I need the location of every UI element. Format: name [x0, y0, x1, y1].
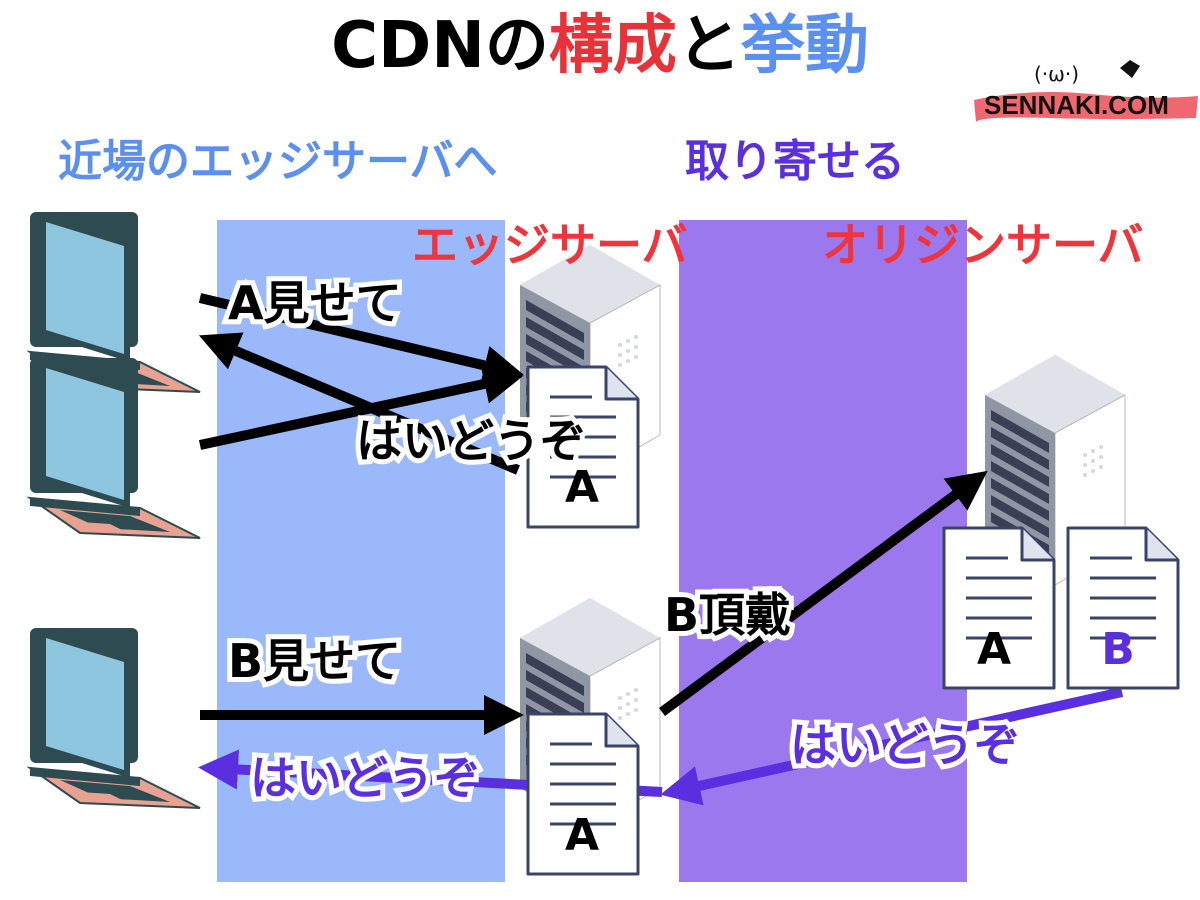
- message-a-request: A見せて: [223, 275, 407, 331]
- title-part-cdn: CDNの: [331, 9, 549, 83]
- edge-top-document-label: A: [564, 462, 600, 513]
- face-emoticon: (·ω·): [1034, 62, 1080, 86]
- origin-zone: [679, 220, 967, 882]
- arrow-a-request: [198, 293, 524, 385]
- origin-document-a-label: A: [976, 624, 1012, 675]
- client-laptop-3: [29, 627, 201, 809]
- edge-bottom-document-label: A: [564, 810, 600, 861]
- message-a-reply: はいどうぞ: [351, 413, 591, 469]
- title-part-structure: 構成: [548, 9, 677, 83]
- title-part-behavior: 挙動: [740, 9, 869, 83]
- title-part-and: と: [676, 9, 741, 83]
- message-b-reply-origin: はいどうぞ: [785, 717, 1025, 773]
- label-origin-server: オリジンサーバ: [822, 218, 1144, 272]
- brush-stroke-icon: [974, 60, 1198, 122]
- message-b-request: B見せて: [223, 633, 406, 689]
- message-b-reply-client: はいどうぞ: [245, 750, 485, 806]
- arrow-a-reply: [198, 332, 520, 475]
- label-edge-server: エッジサーバ: [412, 218, 688, 272]
- credit-text: SENNAKI.COM: [984, 90, 1169, 120]
- site-credit: (·ω·) SENNAKI.COM: [970, 60, 1200, 130]
- label-fetch: 取り寄せる: [685, 136, 905, 187]
- message-b-fetch: B頂戴: [659, 587, 796, 643]
- arrow-b-fetch: [659, 470, 988, 717]
- origin-document-b-label: B: [1101, 624, 1135, 675]
- arrow-a-request-2: [198, 364, 524, 450]
- page-title: CDNの構成と挙動: [0, 14, 1200, 78]
- label-to-nearby-edge: 近場のエッジサーバへ: [58, 136, 498, 187]
- arrow-b-reply-origin: [660, 687, 1124, 806]
